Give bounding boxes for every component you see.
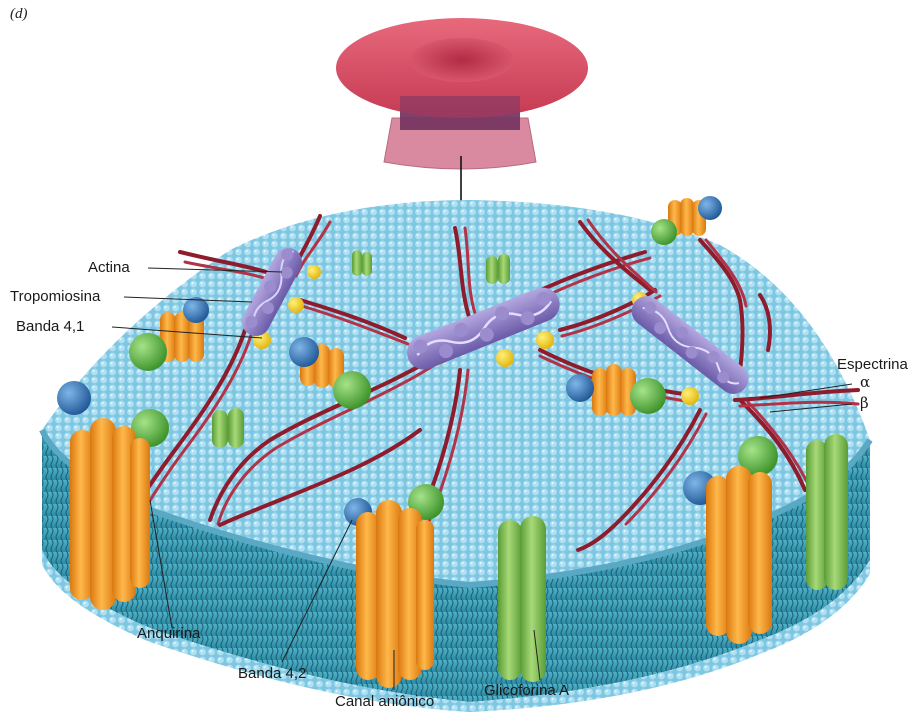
anion-channel-left xyxy=(70,418,150,610)
label-actina: Actina xyxy=(88,260,130,275)
anion-channel-center xyxy=(356,500,434,688)
label-canal-anionico: Canal aniônico xyxy=(335,694,434,709)
label-alpha: α xyxy=(860,375,870,390)
glycophorin-a-center xyxy=(498,516,546,682)
anion-channel-right xyxy=(706,466,772,644)
label-tropomiosina: Tropomiosina xyxy=(10,289,100,304)
label-espectrina: Espectrina xyxy=(837,357,908,372)
label-anquirina: Anquirina xyxy=(137,626,200,641)
label-glicoforina-a: Glicoforina A xyxy=(484,683,569,698)
label-banda-4-2: Banda 4,2 xyxy=(238,666,306,681)
label-banda-4-1: Banda 4,1 xyxy=(16,319,84,334)
red-blood-cell-icon xyxy=(336,18,588,169)
label-beta: β xyxy=(860,396,869,411)
glycophorin-a-right xyxy=(806,434,848,590)
panel-letter: (d) xyxy=(10,6,28,23)
